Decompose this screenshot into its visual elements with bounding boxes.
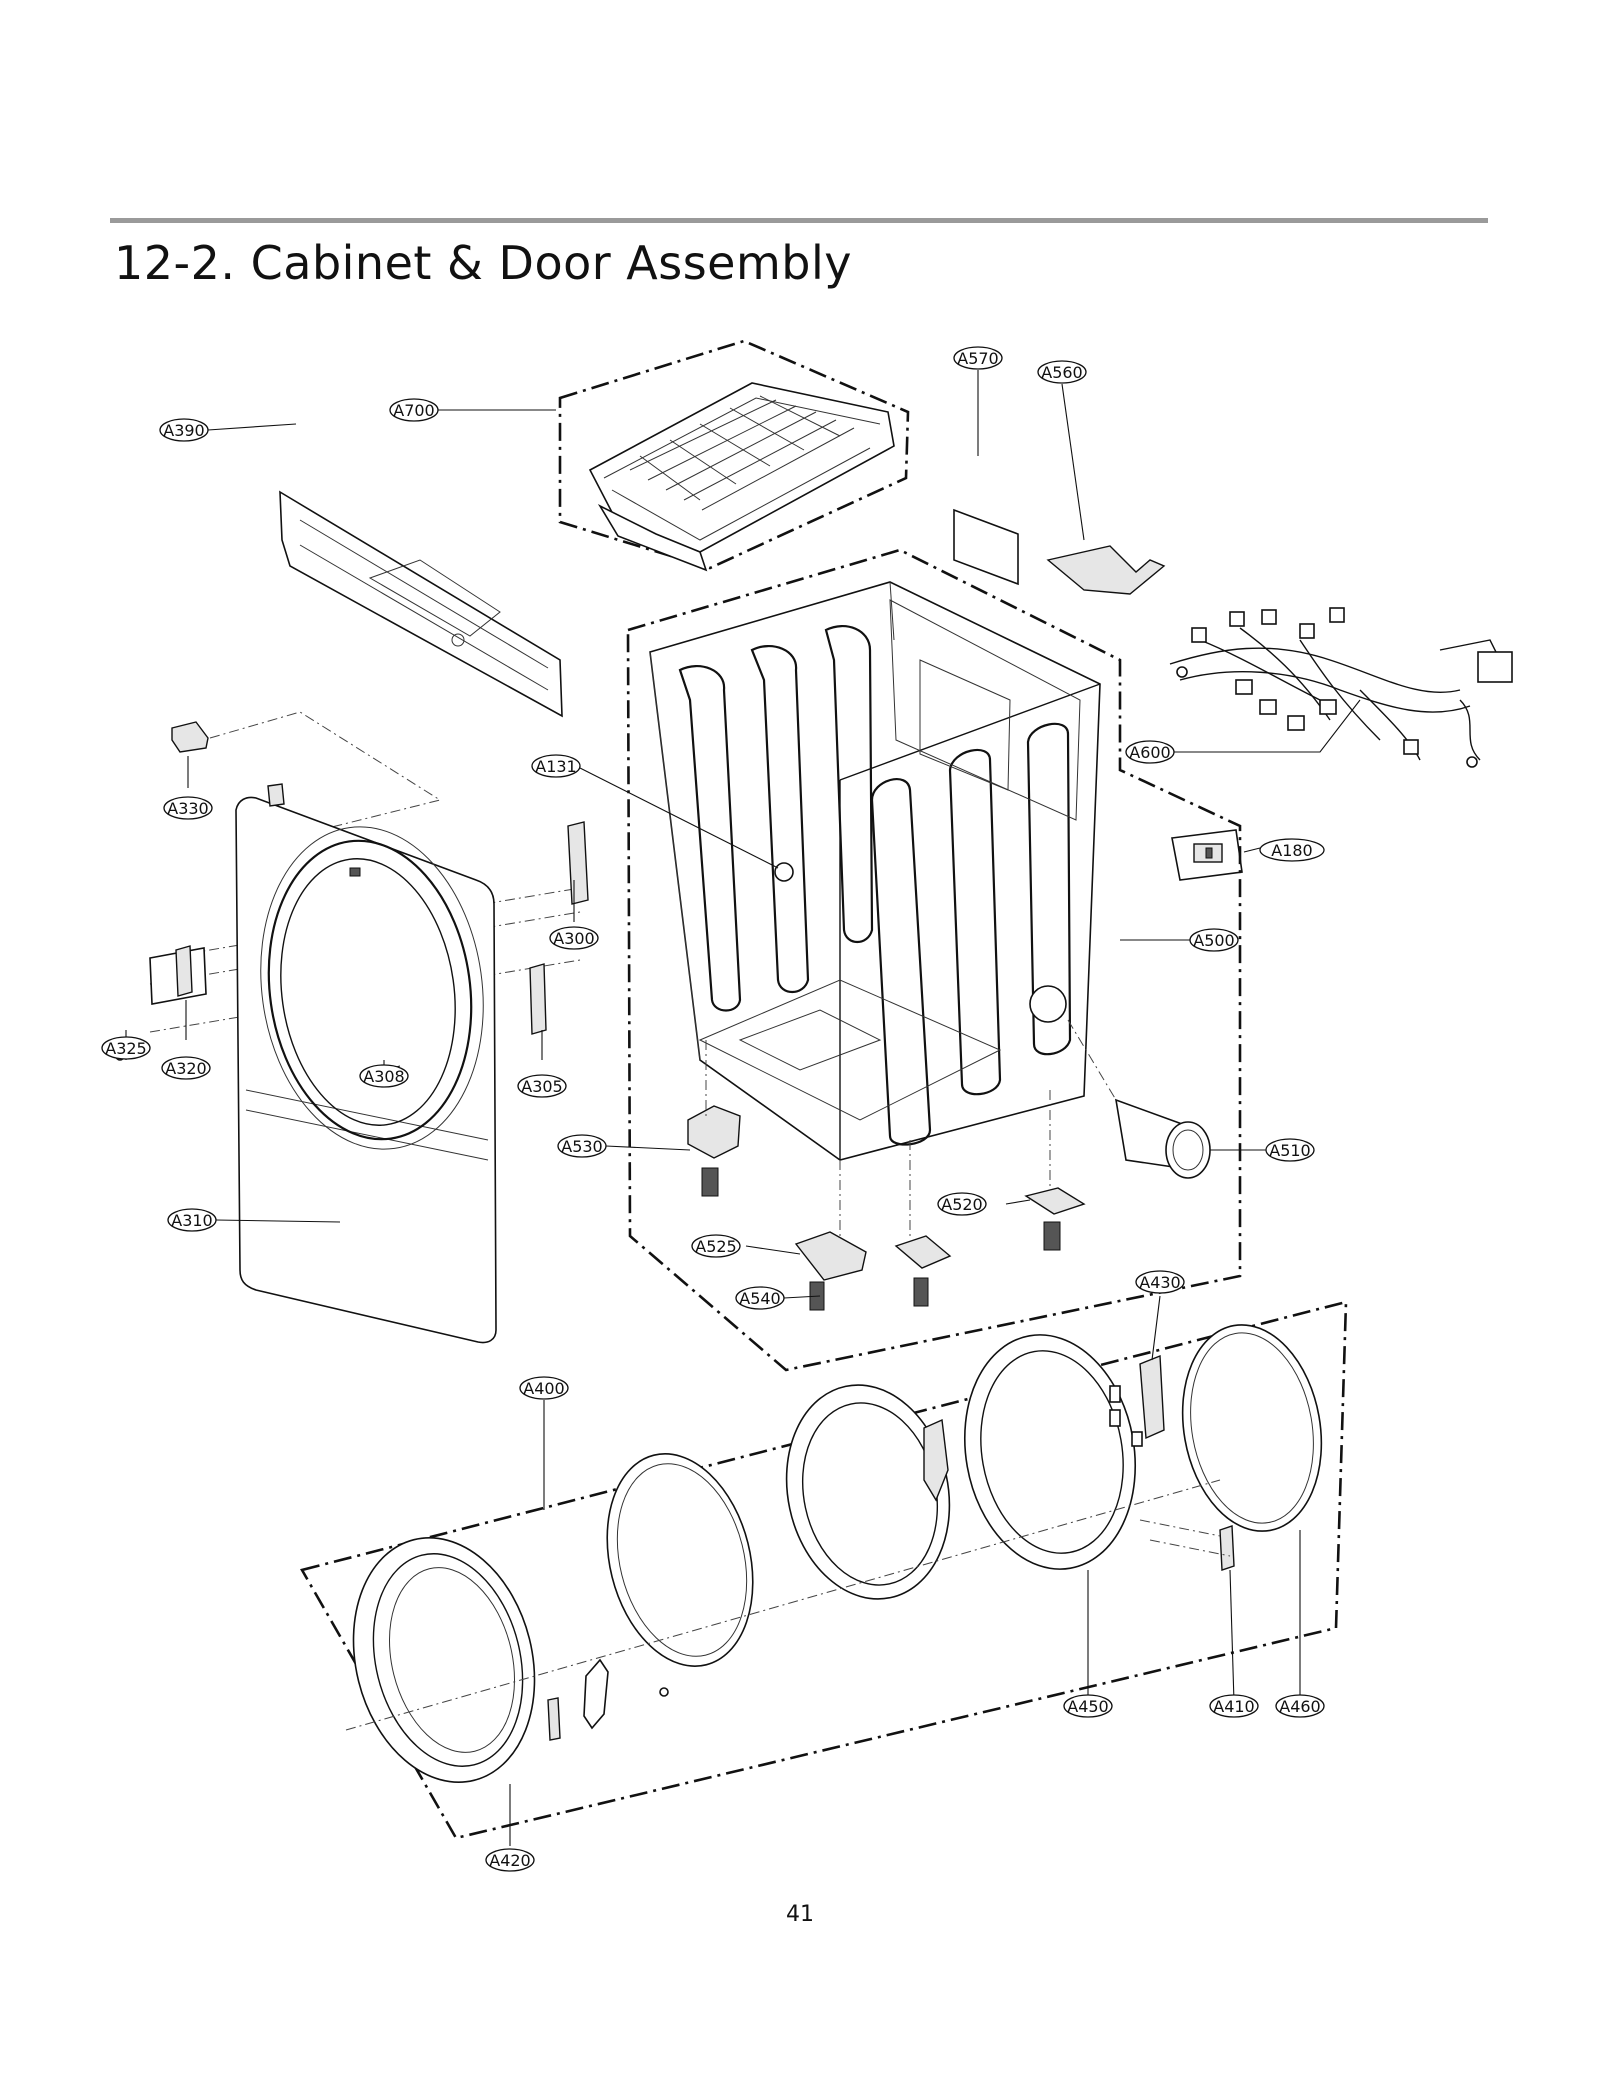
svg-text:A540: A540	[739, 1289, 780, 1308]
svg-text:A300: A300	[553, 929, 594, 948]
callout-a520: A520	[937, 1192, 987, 1216]
svg-text:A460: A460	[1279, 1697, 1320, 1716]
callout-a305: A305	[517, 1074, 567, 1098]
callout-a410: A410	[1209, 1694, 1259, 1718]
callout-a310: A310	[167, 1208, 217, 1232]
callout-a430: A430	[1135, 1270, 1185, 1294]
callout-a530: A530	[557, 1134, 607, 1158]
callout-a460: A460	[1275, 1694, 1325, 1718]
page-number: 41	[786, 1902, 814, 1927]
connector-block	[1171, 829, 1243, 881]
svg-text:A700: A700	[393, 401, 434, 420]
callout-a180: A180	[1259, 838, 1325, 862]
svg-text:A308: A308	[363, 1067, 404, 1086]
door-group	[300, 1300, 1348, 1840]
svg-text:A510: A510	[1269, 1141, 1310, 1160]
svg-text:A430: A430	[1139, 1273, 1180, 1292]
svg-text:A560: A560	[1041, 363, 1082, 382]
front-panel	[235, 783, 497, 1344]
title-rule	[110, 218, 1488, 223]
svg-text:A525: A525	[695, 1237, 736, 1256]
callout-a390: A390	[159, 418, 209, 442]
callout-a308: A308	[359, 1064, 409, 1088]
callout-a540: A540	[735, 1286, 785, 1310]
svg-text:A320: A320	[165, 1059, 206, 1078]
svg-text:A500: A500	[1193, 931, 1234, 950]
callout-a325: A325	[101, 1036, 151, 1060]
callout-a131: A131	[531, 754, 581, 778]
wire-harness	[1169, 607, 1513, 768]
callout-a570: A570	[953, 346, 1003, 370]
svg-text:A305: A305	[521, 1077, 562, 1096]
svg-text:A390: A390	[163, 421, 204, 440]
callout-a525: A525	[691, 1234, 741, 1258]
svg-text:A310: A310	[171, 1211, 212, 1230]
feet-and-brackets	[687, 1040, 1086, 1311]
callout-a510: A510	[1265, 1138, 1315, 1162]
callout-a600: A600	[1125, 740, 1175, 764]
svg-text:A131: A131	[535, 757, 576, 776]
svg-text:A450: A450	[1067, 1697, 1108, 1716]
callout-a500: A500	[1189, 928, 1239, 952]
cabinet-group	[626, 548, 1242, 1372]
svg-text:A600: A600	[1129, 743, 1170, 762]
svg-text:A180: A180	[1271, 841, 1312, 860]
svg-text:A400: A400	[523, 1379, 564, 1398]
svg-text:A325: A325	[105, 1039, 146, 1058]
svg-text:A410: A410	[1213, 1697, 1254, 1716]
top-tray-group	[558, 339, 910, 572]
page-title: 12-2. Cabinet & Door Assembly	[114, 236, 852, 290]
rear-panel-group	[279, 490, 563, 718]
svg-text:A530: A530	[561, 1137, 602, 1156]
exhaust-duct	[1067, 1019, 1211, 1179]
small-bracket-group	[953, 508, 1166, 914]
callout-a330: A330	[163, 796, 213, 820]
callout-a450: A450	[1063, 1694, 1113, 1718]
callout-a700: A700	[389, 398, 439, 422]
callout-a420: A420	[485, 1848, 535, 1872]
svg-text:A570: A570	[957, 349, 998, 368]
svg-text:A420: A420	[489, 1851, 530, 1870]
svg-text:A330: A330	[167, 799, 208, 818]
callout-a320: A320	[161, 1056, 211, 1080]
callout-a400: A400	[519, 1376, 569, 1400]
svg-text:A520: A520	[941, 1195, 982, 1214]
callout-a560: A560	[1037, 360, 1087, 384]
callout-a300: A300	[549, 926, 599, 950]
